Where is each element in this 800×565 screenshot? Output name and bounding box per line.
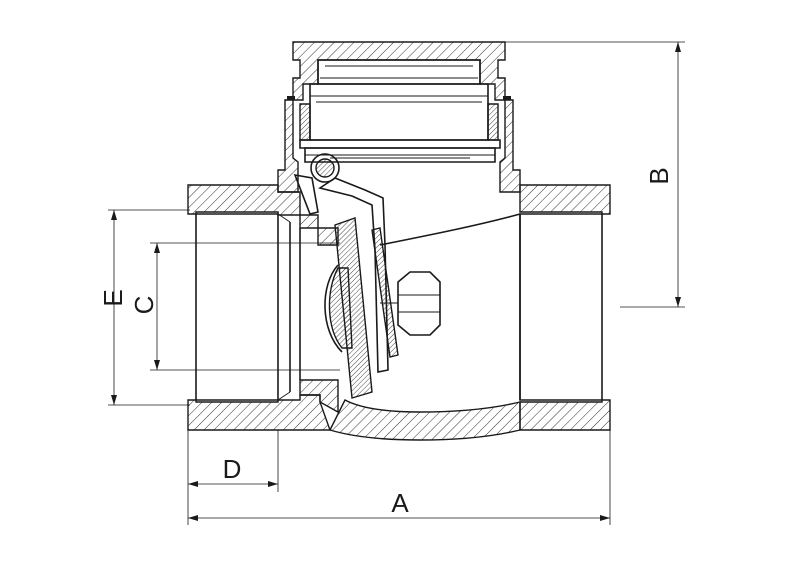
label-A: A	[391, 488, 409, 518]
gasket-left	[299, 103, 311, 141]
disc-holder	[371, 227, 399, 358]
bonnet-hex-nut	[317, 59, 481, 85]
label-B: B	[644, 167, 674, 184]
label-E: E	[98, 289, 128, 306]
right-port-top-wall	[519, 184, 611, 215]
right-port-bore	[519, 213, 603, 401]
body-right-neck	[499, 99, 521, 193]
disc-nut	[397, 271, 441, 336]
chamber-upper-curve	[379, 213, 521, 246]
hinge-pin-outer	[310, 153, 340, 183]
bonnet-cap	[292, 41, 506, 101]
seal-plate	[299, 139, 501, 149]
seat-lower-wall	[299, 379, 339, 414]
disc-boss	[324, 264, 343, 353]
body-left-neck	[277, 99, 299, 193]
bonnet-stem	[309, 83, 489, 141]
hinge-pin	[315, 158, 335, 178]
label-D: D	[223, 454, 242, 484]
retainer-left	[287, 96, 295, 100]
hinge-arm	[318, 177, 389, 373]
body-bottom-wall	[329, 399, 521, 441]
gasket-right	[487, 103, 499, 141]
right-port-bottom-wall	[519, 399, 611, 431]
seat-upper-wall	[299, 214, 339, 246]
left-port-bore	[195, 213, 279, 401]
label-C: C	[129, 296, 159, 315]
retainer-right	[503, 96, 511, 100]
